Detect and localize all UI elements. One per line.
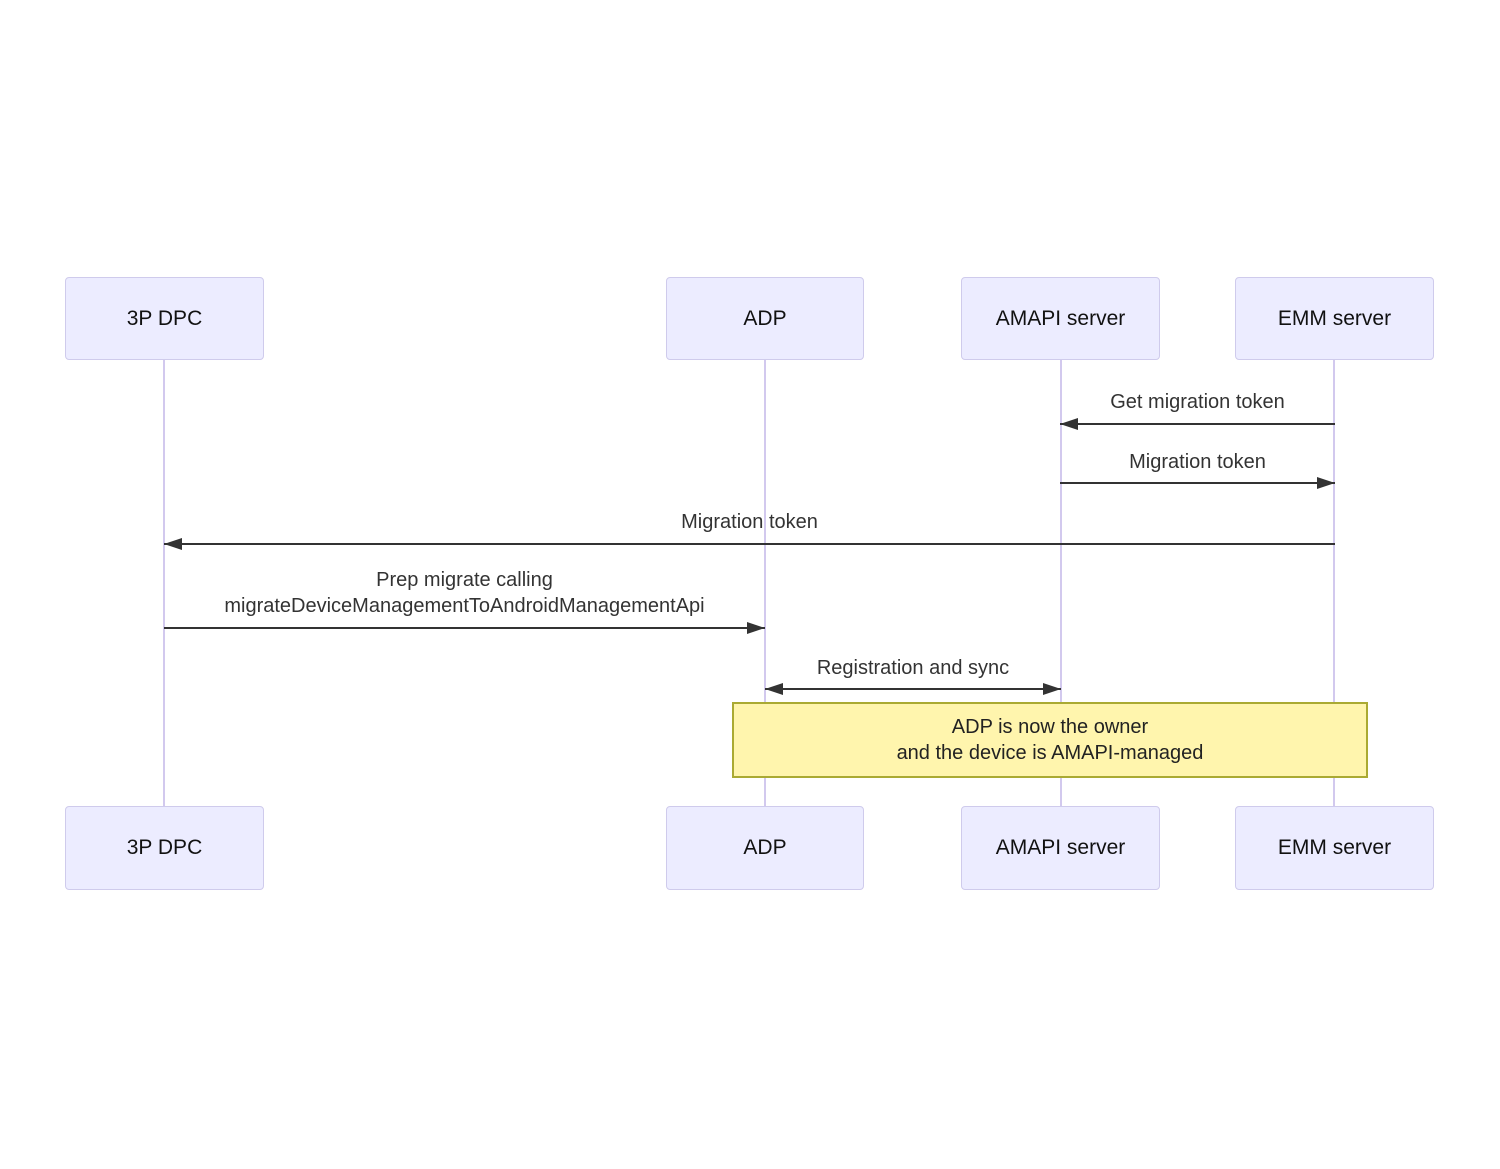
- actor-top-adp: ADP: [666, 277, 864, 360]
- actor-label: 3P DPC: [126, 306, 203, 330]
- actor-top-3p-dpc: 3P DPC: [65, 277, 264, 360]
- actor-bottom-amapi-server: AMAPI server: [961, 806, 1160, 890]
- note-text: ADP is now the owner and the device is A…: [896, 716, 1204, 764]
- actor-top-amapi-server: AMAPI server: [961, 277, 1160, 360]
- arrowhead-left-icon: [765, 683, 783, 695]
- message-arrow: [164, 622, 765, 634]
- actor-label: EMM server: [1277, 836, 1392, 859]
- message-label: Migration token: [681, 511, 818, 533]
- message-label: Prep migrate calling migrateDeviceManage…: [224, 569, 705, 617]
- message-arrow: [1060, 477, 1335, 489]
- message-arrow: [765, 683, 1061, 695]
- message-label: Registration and sync: [816, 657, 1010, 679]
- message-label: Migration token: [1129, 451, 1266, 473]
- arrowhead-right-icon: [1043, 683, 1061, 695]
- arrowhead-right-icon: [747, 622, 765, 634]
- message-arrow: [164, 538, 1335, 550]
- arrowhead-left-icon: [164, 538, 182, 550]
- lifeline-adp: [764, 360, 766, 806]
- lifeline-amapi-server: [1060, 360, 1062, 806]
- lifeline-3p-dpc: [163, 360, 165, 806]
- actor-top-emm-server: EMM server: [1235, 277, 1434, 360]
- actor-label: EMM server: [1277, 306, 1392, 330]
- note-box: ADP is now the owner and the device is A…: [732, 702, 1368, 778]
- message-arrow: [1060, 418, 1335, 430]
- actor-label: 3P DPC: [126, 836, 203, 859]
- actor-label: ADP: [743, 836, 787, 859]
- actor-label: AMAPI server: [995, 836, 1126, 859]
- arrowhead-right-icon: [1317, 477, 1335, 489]
- actor-bottom-adp: ADP: [666, 806, 864, 890]
- actor-label: AMAPI server: [995, 306, 1126, 330]
- actor-bottom-emm-server: EMM server: [1235, 806, 1434, 890]
- arrowhead-left-icon: [1060, 418, 1078, 430]
- lifeline-emm-server: [1333, 360, 1335, 806]
- actor-label: ADP: [743, 306, 787, 330]
- actor-bottom-3p-dpc: 3P DPC: [65, 806, 264, 890]
- message-label: Get migration token: [1110, 391, 1285, 413]
